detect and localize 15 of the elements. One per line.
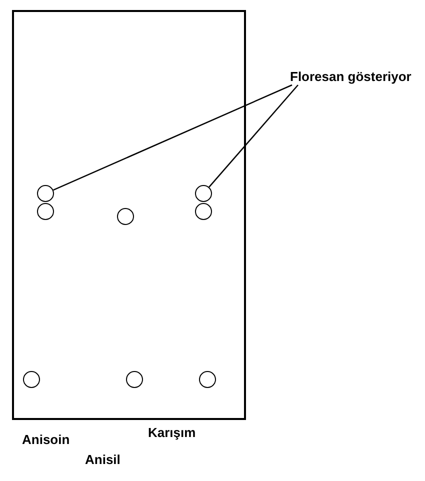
plate-outline xyxy=(12,10,246,420)
spot xyxy=(117,208,134,225)
spot xyxy=(195,203,212,220)
spot xyxy=(37,203,54,220)
spot xyxy=(126,371,143,388)
spot xyxy=(23,371,40,388)
lane-label: Karışım xyxy=(148,425,196,440)
spot xyxy=(37,185,54,202)
leader-line xyxy=(53,84,292,191)
callout-text: Floresan gösteriyor xyxy=(290,68,420,85)
lane-label: Anisoin xyxy=(22,432,70,447)
spot xyxy=(199,371,216,388)
leader-line xyxy=(208,84,298,188)
lane-label: Anisil xyxy=(85,452,120,467)
spot xyxy=(195,185,212,202)
